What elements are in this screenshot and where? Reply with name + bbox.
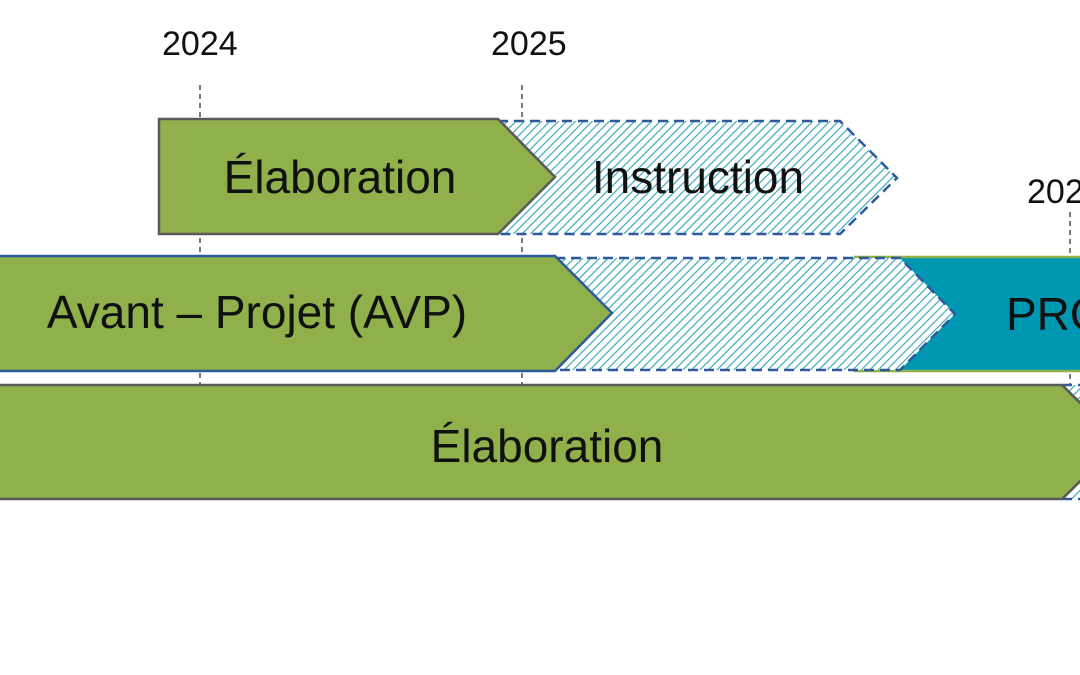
phase-hatched-row3 — [1058, 383, 1080, 501]
label-avp-row2: Avant – Projet (AVP) — [47, 286, 467, 338]
phase-elaboration-row1 — [157, 117, 557, 236]
year-label-2026: 2026 — [1027, 173, 1080, 211]
phase-elaboration-row3 — [0, 383, 1080, 501]
phase-instruction-row1 — [496, 119, 899, 236]
phase-avp-row2 — [0, 254, 614, 373]
label-pro-row2: PRO — [1006, 288, 1080, 340]
label-elaboration-row1: Élaboration — [224, 151, 457, 203]
year-label-2024: 2024 — [162, 25, 238, 63]
label-elaboration-row3: Élaboration — [431, 420, 664, 472]
label-instruction-row1: Instruction — [592, 151, 804, 203]
year-label-2025: 2025 — [491, 25, 567, 63]
phase-hatched-row2 — [553, 256, 957, 372]
